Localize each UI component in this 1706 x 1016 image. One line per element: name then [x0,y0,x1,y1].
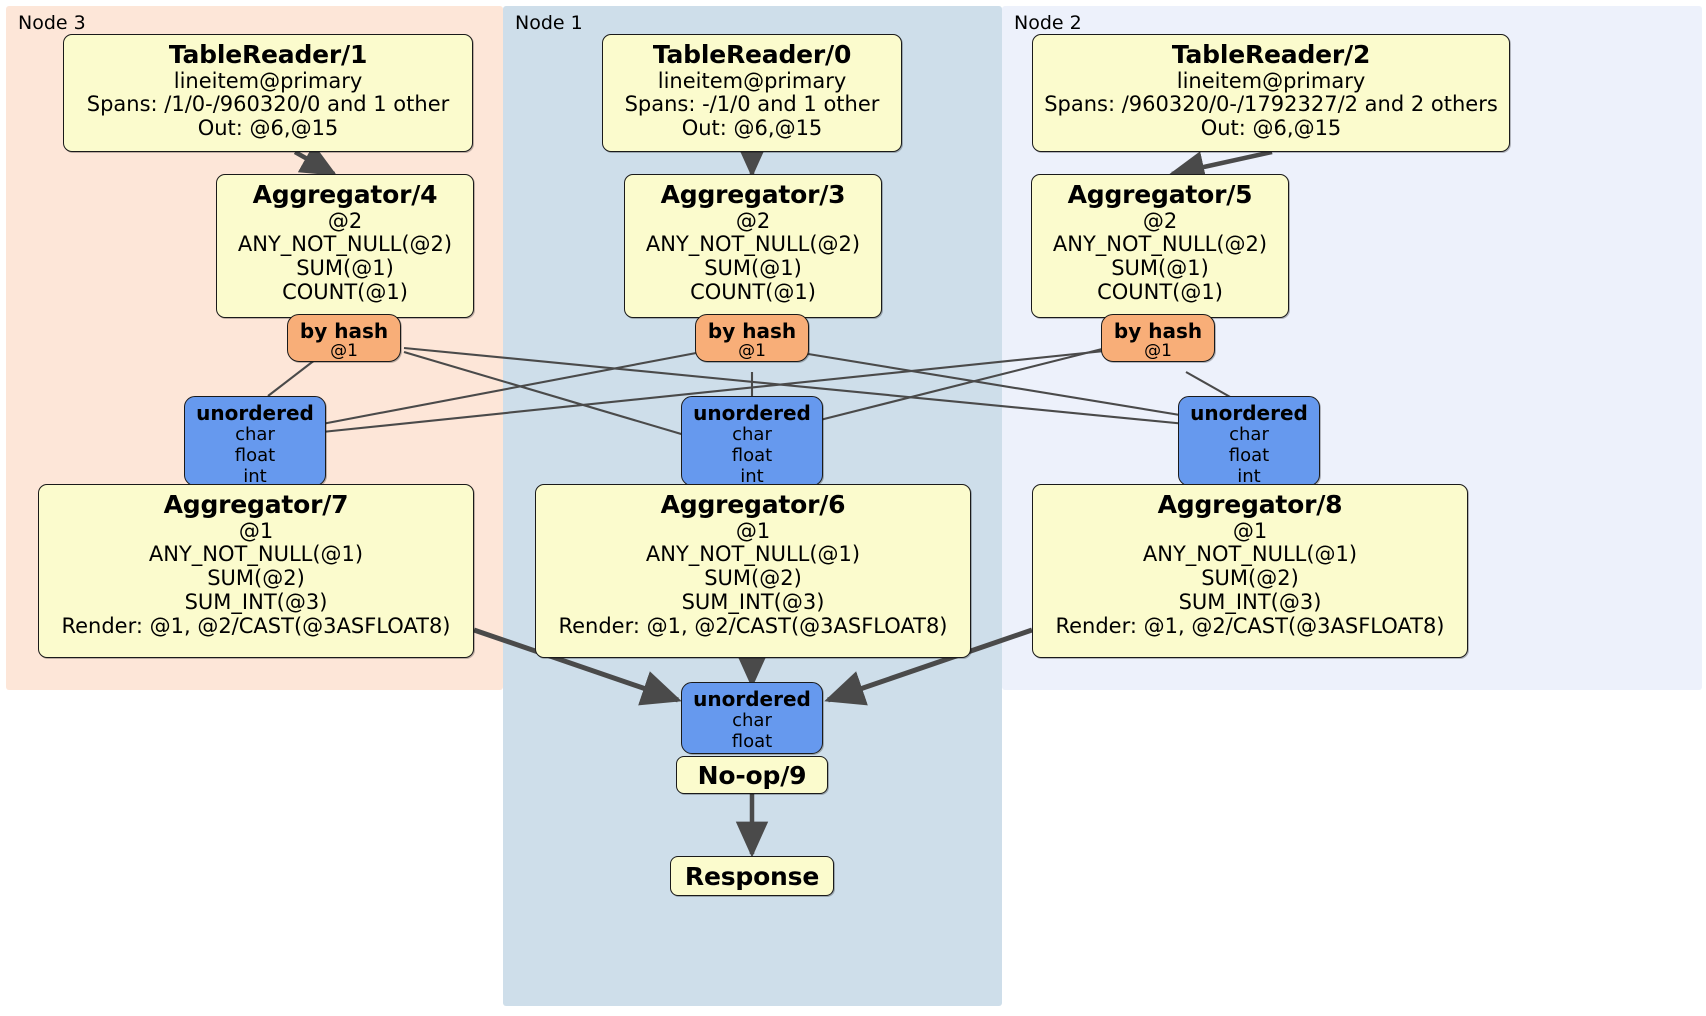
processor-title: Aggregator/4 [252,180,438,209]
router-detail-line: @1 [330,341,358,361]
stream-unordered-left[interactable]: unordered char float int [184,396,326,487]
stream-type-line: float [731,445,773,467]
processor-detail-line: SUM_INT(@3) [681,590,825,615]
processor-detail-line: ANY_NOT_NULL(@2) [645,232,861,257]
processor-detail-line: ANY_NOT_NULL(@2) [237,232,453,257]
processor-detail-line: Render: @1, @2/CAST(@3ASFLOAT8) [1055,614,1445,639]
router-by-hash-right[interactable]: by hash @1 [1101,314,1215,362]
router-detail-line: @1 [1144,341,1172,361]
processor-detail-line: SUM(@1) [704,256,802,281]
processor-tablereader-0[interactable]: TableReader/0 lineitem@primary Spans: -/… [602,34,902,152]
processor-detail-line: Render: @1, @2/CAST(@3ASFLOAT8) [558,614,948,639]
stream-type-line: float [234,445,276,467]
processor-detail-line: @1 [238,518,274,543]
stream-unordered-right[interactable]: unordered char float int [1178,396,1320,487]
processor-detail-line: Out: @6,@15 [681,116,823,141]
stream-type-line: char [732,424,772,446]
stream-type-line: char [235,424,275,446]
processor-detail-line: SUM(@2) [1201,566,1299,591]
stream-type-line: int [740,465,764,487]
processor-aggregator-6[interactable]: Aggregator/6 @1 ANY_NOT_NULL(@1) SUM(@2)… [535,484,971,658]
processor-detail-line: ANY_NOT_NULL(@2) [1052,232,1268,257]
stream-unordered-center[interactable]: unordered char float int [681,396,823,487]
router-title: by hash [1113,319,1203,343]
processor-detail-line: @2 [1142,208,1178,233]
processor-noop-9[interactable]: No-op/9 [676,756,828,794]
router-detail-line: @1 [738,341,766,361]
processor-aggregator-8[interactable]: Aggregator/8 @1 ANY_NOT_NULL(@1) SUM(@2)… [1032,484,1468,658]
stream-type-line: char [732,710,772,732]
processor-detail-line: Spans: /960320/0-/1792327/2 and 2 others [1044,92,1498,117]
processor-detail-line: SUM_INT(@3) [184,590,328,615]
processor-detail-line: SUM_INT(@3) [1178,590,1322,615]
processor-detail-line: COUNT(@1) [690,280,816,305]
processor-detail-line: ANY_NOT_NULL(@1) [148,542,364,567]
processor-aggregator-5[interactable]: Aggregator/5 @2 ANY_NOT_NULL(@2) SUM(@1)… [1031,174,1289,318]
node-panel-label-node1: Node 1 [515,12,583,34]
processor-tablereader-1[interactable]: TableReader/1 lineitem@primary Spans: /1… [63,34,473,152]
processor-title: Aggregator/3 [660,180,846,209]
processor-detail-line: lineitem@primary [173,68,363,93]
processor-detail-line: Spans: /1/0-/960320/0 and 1 other [86,92,450,117]
processor-detail-line: SUM(@2) [704,566,802,591]
stream-type-line: float [731,731,773,753]
stream-title: unordered [693,401,811,425]
processor-detail-line: SUM(@2) [207,566,305,591]
processor-title: Aggregator/7 [163,490,349,519]
processor-title: TableReader/0 [652,40,852,69]
processor-detail-line: @1 [1232,518,1268,543]
node-panel-label-node2: Node 2 [1014,12,1082,34]
stream-title: unordered [1190,401,1308,425]
processor-detail-line: @2 [735,208,771,233]
processor-detail-line: SUM(@1) [1111,256,1209,281]
router-title: by hash [707,319,797,343]
processor-response[interactable]: Response [670,856,834,896]
processor-detail-line: COUNT(@1) [282,280,408,305]
processor-detail-line: lineitem@primary [657,68,847,93]
processor-title: Response [684,861,820,891]
processor-detail-line: @1 [735,518,771,543]
router-by-hash-left[interactable]: by hash @1 [287,314,401,362]
processor-detail-line: SUM(@1) [296,256,394,281]
processor-detail-line: @2 [327,208,363,233]
processor-detail-line: Spans: -/1/0 and 1 other [624,92,880,117]
processor-tablereader-2[interactable]: TableReader/2 lineitem@primary Spans: /9… [1032,34,1510,152]
processor-title: Aggregator/8 [1157,490,1343,519]
processor-title: Aggregator/5 [1067,180,1253,209]
router-title: by hash [299,319,389,343]
processor-detail-line: ANY_NOT_NULL(@1) [1142,542,1358,567]
processor-aggregator-3[interactable]: Aggregator/3 @2 ANY_NOT_NULL(@2) SUM(@1)… [624,174,882,318]
stream-type-line: char [1229,424,1269,446]
router-by-hash-center[interactable]: by hash @1 [695,314,809,362]
processor-title: TableReader/2 [1171,40,1371,69]
stream-type-line: int [1237,465,1261,487]
stream-title: unordered [196,401,314,425]
processor-aggregator-7[interactable]: Aggregator/7 @1 ANY_NOT_NULL(@1) SUM(@2)… [38,484,474,658]
stream-title: unordered [693,687,811,711]
node-panel-label-node3: Node 3 [18,12,86,34]
processor-detail-line: ANY_NOT_NULL(@1) [645,542,861,567]
stream-unordered-final[interactable]: unordered char float [681,682,823,754]
processor-detail-line: lineitem@primary [1176,68,1366,93]
processor-title: TableReader/1 [168,40,368,69]
processor-detail-line: COUNT(@1) [1097,280,1223,305]
processor-aggregator-4[interactable]: Aggregator/4 @2 ANY_NOT_NULL(@2) SUM(@1)… [216,174,474,318]
stream-type-line: float [1228,445,1270,467]
processor-title: Aggregator/6 [660,490,846,519]
processor-detail-line: Render: @1, @2/CAST(@3ASFLOAT8) [61,614,451,639]
stream-type-line: int [243,465,267,487]
processor-detail-line: Out: @6,@15 [197,116,339,141]
processor-title: No-op/9 [697,760,807,790]
processor-detail-line: Out: @6,@15 [1200,116,1342,141]
